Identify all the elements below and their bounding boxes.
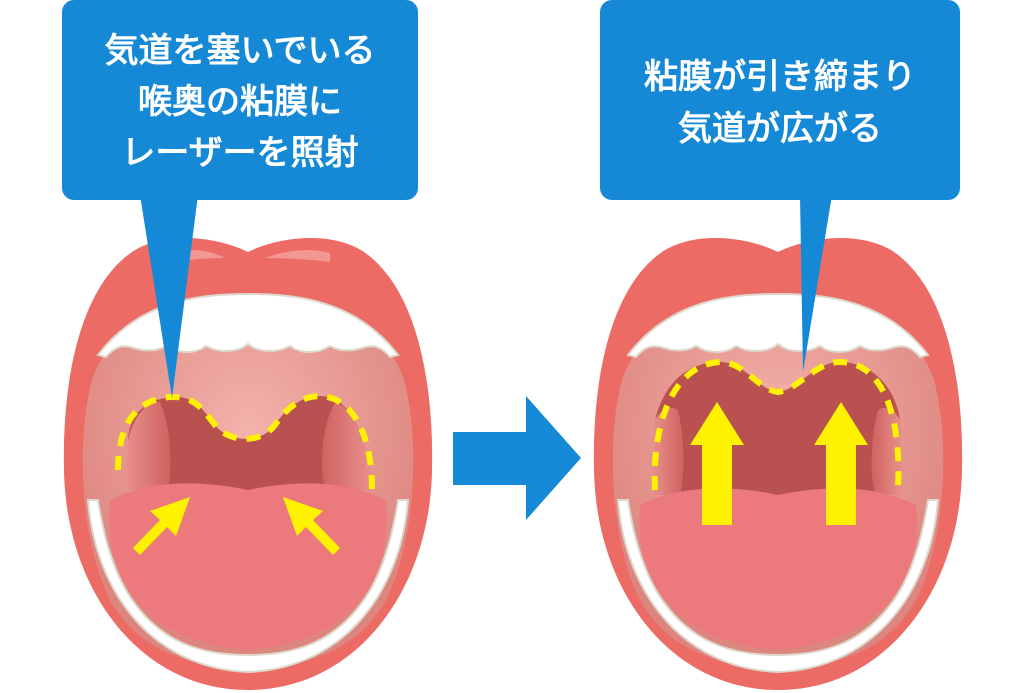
caption-bubble-before: 気道を塞いでいる 喉奥の粘膜に レーザーを照射 [62,0,418,398]
caption-line: 喉奥の粘膜に [138,82,342,122]
caption-line: 気道を塞いでいる [105,31,376,71]
treatment-outline [651,358,902,491]
caption-line: 気道が広がる [678,109,882,149]
mouth-after [593,237,963,691]
lip-highlight [170,249,330,262]
arrow-up-left-icon [283,497,340,555]
lower-teeth [616,499,940,674]
treatment-outline [115,392,375,491]
lower-teeth [86,499,410,674]
mouth-before [63,237,433,691]
arrow-up-icon [814,402,868,525]
tonsil-right [322,402,372,490]
tongue [639,488,917,650]
tonsil-left [125,402,171,490]
caption-line: 粘膜が引き締まり [644,57,916,97]
arrow-up-right-icon [133,497,190,555]
arrow-up-icon [690,402,744,525]
caption-line: レーザーを照射 [121,133,358,173]
arrow-right-icon [453,396,581,520]
upper-teeth [626,292,930,359]
throat [128,396,372,490]
caption-bubble-after: 粘膜が引き締まり 気道が広がる [600,0,960,372]
